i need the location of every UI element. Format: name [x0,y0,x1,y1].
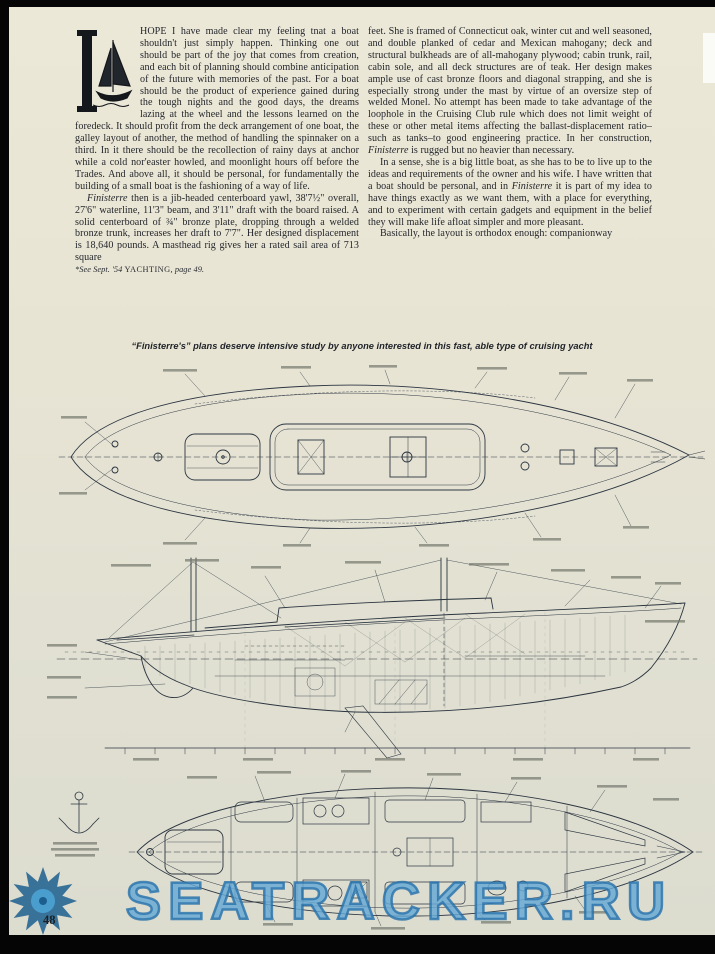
page-number: 48 [43,913,56,927]
quarter-berths [234,801,294,903]
cockpit [184,433,261,481]
headstay-lines [688,450,705,460]
hull-profile [96,602,686,713]
centerboard [344,705,402,759]
interior-lines [214,645,606,705]
baseline-stations [104,611,691,755]
frames [144,614,626,712]
illegible-label-marks [59,365,653,547]
construction-profile-drawing [47,557,698,761]
label-leaders [84,369,636,544]
cockpit [146,829,224,875]
figure-caption: “Finisterre's” plans deserve intensive s… [131,341,593,351]
companion-hatch [297,439,325,475]
v-berths [564,811,686,893]
bulkheads [230,791,568,913]
paragraph: In a sense, she is a big little boat, as… [368,156,653,228]
paragraph: HOPE I have made clear my feeling tnat a… [75,26,359,192]
mizzen-mast [153,452,163,462]
illegible-label-marks [51,770,679,930]
illegible-label-marks [47,559,685,761]
anchor-detail-sketch [58,791,100,834]
arrangement-plan-drawing [51,770,704,930]
sailboat-icon [92,40,133,107]
label-leaders [84,569,662,733]
saloon [384,799,466,905]
paragraph: Basically, the layout is orthodox enough… [380,228,613,240]
rudder [140,655,194,698]
genoa-tracks [194,390,536,524]
footnote: *See Sept. '54 YACHTING, page 49. [75,265,205,275]
magazine-page: HOPE I have made clear my feeling tnat a… [9,7,715,935]
paragraph: feet. She is framed of Connecticut oak, … [368,26,652,157]
scan-artifact-notch [703,33,715,83]
deck-plan-drawing [58,365,705,547]
paragraph: Finisterre then is a jib-headed centerbo… [75,192,359,264]
main-mast [401,451,413,463]
deck-fittings [111,440,666,474]
mast-lines [104,557,682,707]
cabin-trunk [269,423,486,491]
label-leaders [254,773,606,927]
article-column-right: feet. She is framed of Connecticut oak, … [368,26,652,240]
galley [302,797,370,907]
diagonal-strapping [284,613,526,667]
head-compartment [480,801,532,896]
dropcap-sailboat-illustration [77,30,133,112]
booms [116,617,446,641]
article-column-left: HOPE I have made clear my feeling tnat a… [75,26,359,276]
